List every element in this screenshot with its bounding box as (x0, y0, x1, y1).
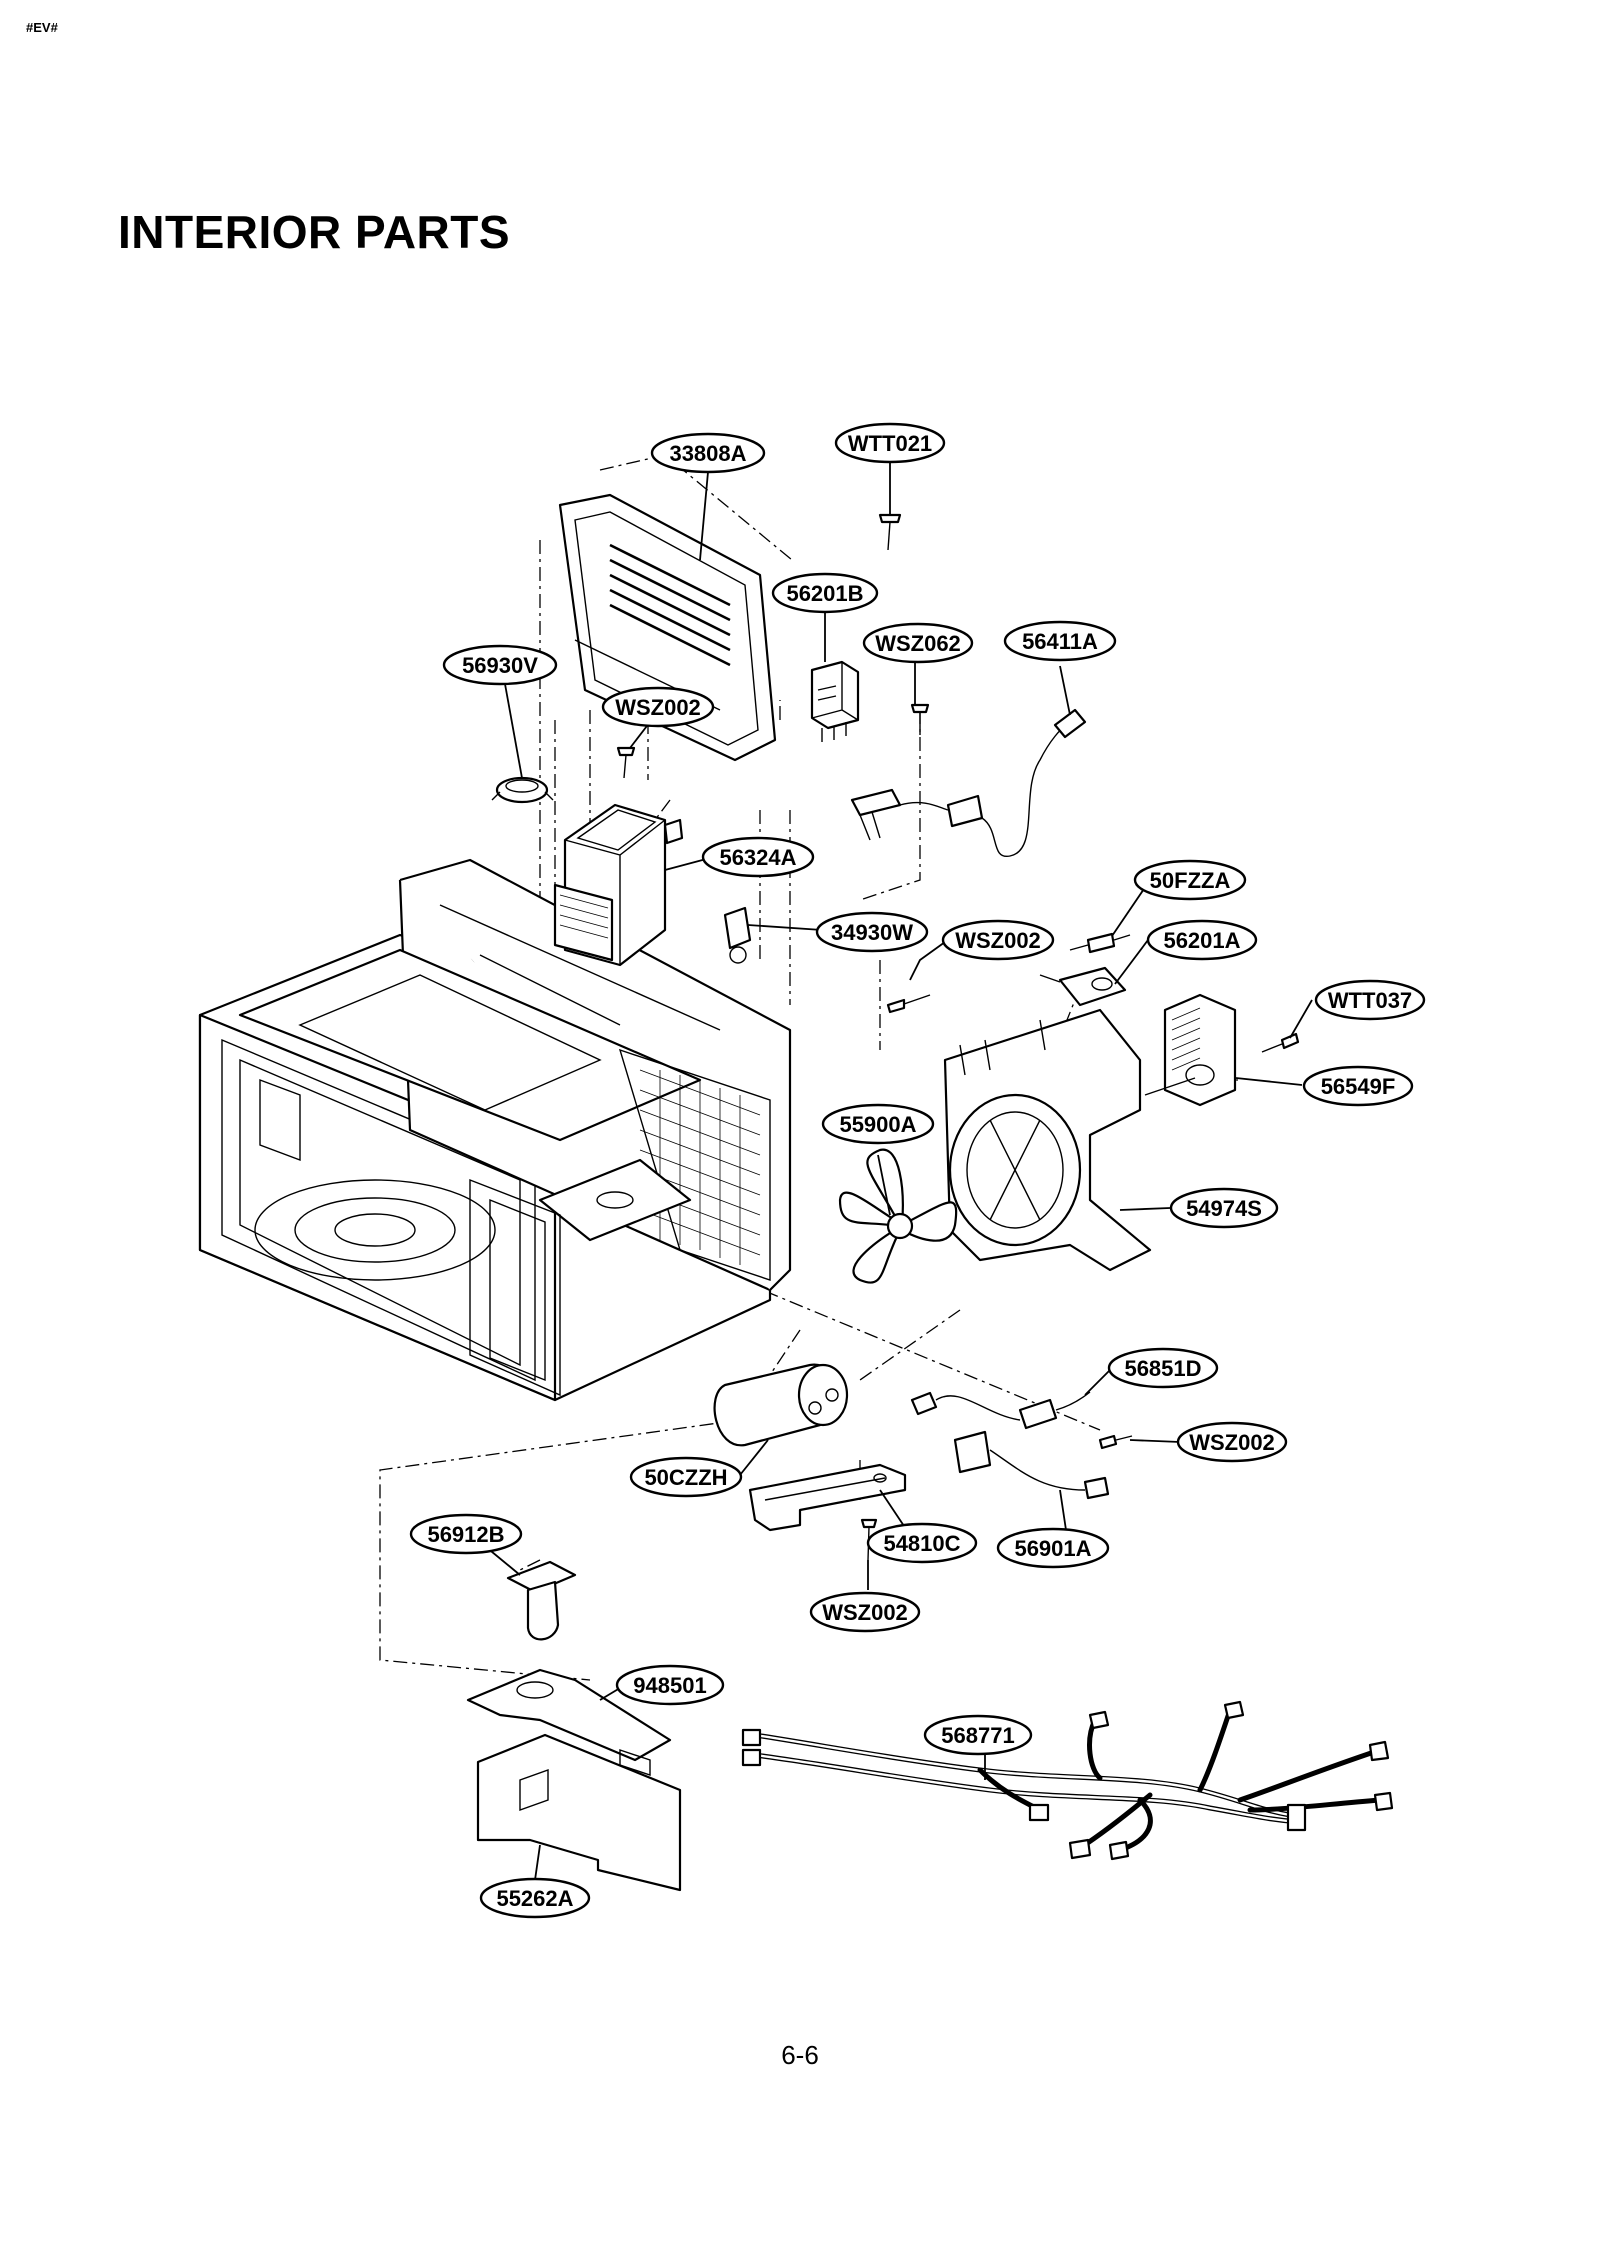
svg-text:WSZ002: WSZ002 (822, 1600, 908, 1625)
page-number: 6-6 (781, 2040, 819, 2070)
part-label-56549F: 56549F (1302, 1065, 1414, 1107)
shield-plate (476, 1733, 682, 1892)
svg-text:568771: 568771 (941, 1723, 1014, 1748)
svg-text:50FZZA: 50FZZA (1150, 868, 1231, 893)
svg-text:WSZ062: WSZ062 (875, 631, 961, 656)
svg-text:56411A: 56411A (1022, 629, 1098, 654)
svg-text:56930V: 56930V (462, 653, 538, 678)
svg-text:56201B: 56201B (786, 581, 863, 606)
svg-text:WTT037: WTT037 (1328, 988, 1412, 1013)
svg-text:56201A: 56201A (1163, 928, 1240, 953)
svg-text:56324A: 56324A (719, 845, 796, 870)
transformer (553, 803, 684, 967)
fan-motor (1144, 993, 1237, 1107)
sensor-wire (910, 1391, 1091, 1430)
svg-text:50CZZH: 50CZZH (644, 1465, 727, 1490)
part-label-56930V: 56930V (442, 644, 558, 686)
svg-text:WSZ002: WSZ002 (1189, 1430, 1275, 1455)
part-label-WSZ002-lower: WSZ002 (809, 1591, 921, 1633)
wire-harness (741, 1700, 1394, 1861)
leader-lines (479, 462, 1313, 1881)
part-label-WTT037: WTT037 (1314, 979, 1426, 1021)
lamp-bracket (466, 1668, 672, 1762)
svg-text:56851D: 56851D (1124, 1356, 1201, 1381)
svg-text:54810C: 54810C (883, 1531, 960, 1556)
part-label-568771: 568771 (923, 1714, 1033, 1756)
svg-text:55900A: 55900A (839, 1112, 916, 1137)
part-label-WSZ002-right: WSZ002 (1176, 1421, 1288, 1463)
part-label-33808A: 33808A (650, 432, 766, 474)
part-label-WSZ002-upper: WSZ002 (601, 686, 715, 728)
part-label-948501: 948501 (615, 1664, 725, 1706)
svg-text:WSZ002: WSZ002 (615, 695, 701, 720)
oven-lamp (506, 1560, 577, 1641)
part-label-WTT021: WTT021 (834, 422, 946, 464)
part-label-50FZZA: 50FZZA (1133, 859, 1247, 901)
part-label-56201A: 56201A (1146, 919, 1258, 961)
oven-cavity-frame (198, 858, 792, 1402)
svg-text:54974S: 54974S (1186, 1196, 1262, 1221)
screws (616, 513, 1300, 1561)
svg-text:56549F: 56549F (1321, 1074, 1396, 1099)
power-cord (850, 708, 1087, 857)
part-label-56851D: 56851D (1107, 1347, 1219, 1389)
part-label-55262A: 55262A (479, 1877, 591, 1919)
svg-text:WTT021: WTT021 (848, 431, 932, 456)
svg-text:55262A: 55262A (496, 1886, 573, 1911)
part-label-WSZ002-middle: WSZ002 (941, 919, 1055, 961)
part-label-56912B: 56912B (409, 1513, 523, 1555)
svg-text:WSZ002: WSZ002 (955, 928, 1041, 953)
back-cover-plate (558, 493, 777, 762)
part-label-55900A: 55900A (821, 1103, 935, 1145)
thermostat (491, 776, 554, 804)
fan-duct (943, 1008, 1152, 1272)
part-label-34930W: 34930W (815, 911, 929, 953)
part-label-50CZZH: 50CZZH (629, 1456, 743, 1498)
part-label-56324A: 56324A (701, 836, 815, 878)
fan-blade (838, 1148, 958, 1284)
svg-text:33808A: 33808A (669, 441, 746, 466)
part-label-56411A: 56411A (1003, 620, 1117, 662)
part-label-54974S: 54974S (1169, 1187, 1279, 1229)
part-label-WSZ062: WSZ062 (862, 622, 974, 664)
svg-text:34930W: 34930W (831, 920, 913, 945)
svg-text:56901A: 56901A (1014, 1536, 1091, 1561)
hv-capacitor (713, 1363, 849, 1447)
document-tag: #EV# (26, 20, 58, 35)
monitor-wire (953, 1430, 1110, 1500)
svg-text:948501: 948501 (633, 1673, 706, 1698)
svg-text:56912B: 56912B (427, 1522, 504, 1547)
part-label-56901A: 56901A (996, 1527, 1110, 1569)
relay-component (810, 660, 860, 742)
part-label-54810C: 54810C (866, 1522, 978, 1564)
noise-filter-board (1039, 966, 1127, 1007)
part-label-56201B: 56201B (771, 572, 879, 614)
page-title: INTERIOR PARTS (118, 206, 511, 258)
capacitor-bracket (748, 1463, 907, 1532)
clip-bracket (723, 906, 752, 964)
fuse (1069, 932, 1131, 954)
